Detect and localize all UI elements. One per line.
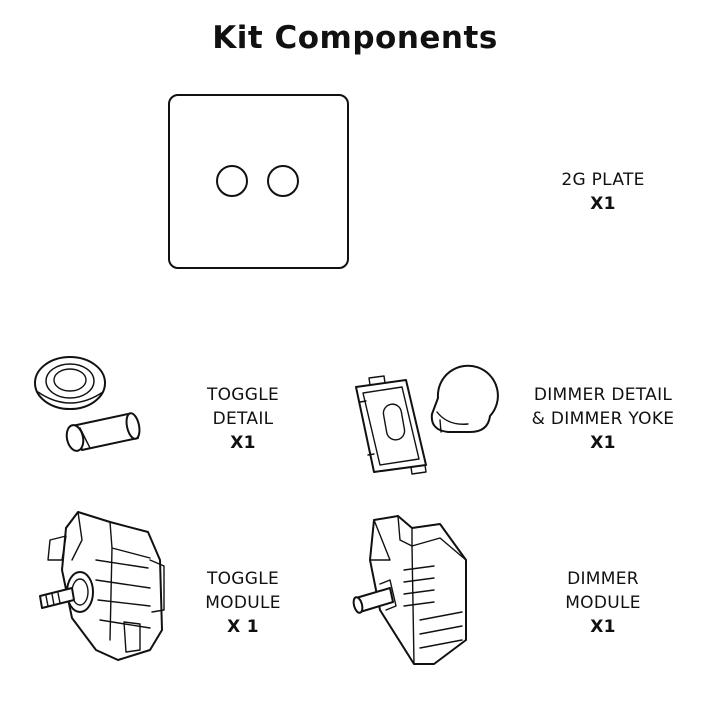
label-toggle-module-qty: X 1 xyxy=(227,617,259,637)
label-dimmer-module-line-2: MODULE xyxy=(565,593,641,613)
label-dimmer-detail-line-1: DIMMER DETAIL xyxy=(533,385,673,405)
label-2g-plate: 2G PLATE X1 xyxy=(520,168,686,216)
label-toggle-detail-line-1: TOGGLE xyxy=(206,385,280,405)
label-toggle-module: TOGGLE MODULE X 1 xyxy=(170,567,316,639)
label-dimmer-module-qty: X1 xyxy=(590,617,616,637)
2g-plate-illustration xyxy=(168,94,349,269)
dimmer-module-illustration xyxy=(352,515,467,665)
label-2g-plate-qty: X1 xyxy=(590,194,616,214)
label-dimmer-detail-qty: X1 xyxy=(590,433,616,453)
page-title: Kit Components xyxy=(212,20,498,56)
label-2g-plate-line-1: 2G PLATE xyxy=(561,170,645,190)
label-toggle-module-line-2: MODULE xyxy=(205,593,281,613)
label-dimmer-detail: DIMMER DETAIL & DIMMER YOKE X1 xyxy=(510,383,696,455)
label-toggle-detail-qty: X1 xyxy=(230,433,256,453)
dimmer-detail-illustration xyxy=(355,364,499,475)
label-toggle-detail-line-2: DETAIL xyxy=(212,409,274,429)
label-dimmer-module-line-1: DIMMER xyxy=(567,569,639,589)
label-toggle-detail: TOGGLE DETAIL X1 xyxy=(170,383,316,455)
label-dimmer-module: DIMMER MODULE X1 xyxy=(530,567,676,639)
label-dimmer-detail-line-2: & DIMMER YOKE xyxy=(531,409,675,429)
toggle-module-illustration xyxy=(39,511,165,661)
toggle-detail-illustration xyxy=(34,356,141,452)
label-toggle-module-line-1: TOGGLE xyxy=(206,569,280,589)
